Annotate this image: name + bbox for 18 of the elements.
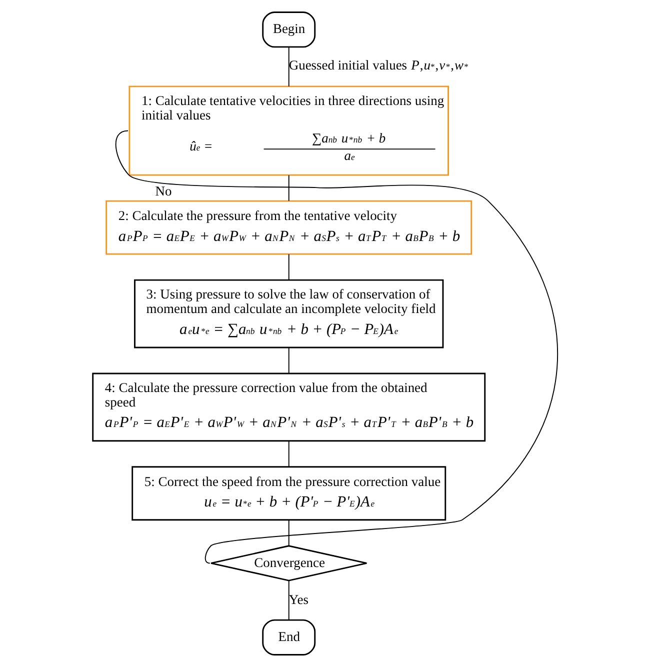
edge-label: No [155,183,172,198]
node-box: 5: Correct the speed from the pressure correction value ue = u*e + b + (P'P − P'E)Ae [132,466,446,521]
node-box: 4: Calculate the pressure correction value from the obtained speed aPP'P = aEP'E + aWP'W + aNP'N + aSP's + aTP'T + aBP'B + b [92,372,486,442]
node-diamond: Convergence [210,545,368,582]
edge-label: Guessed initial values P,u*,v*,w* [288,57,468,72]
connector [288,520,290,546]
node-box: End [262,619,316,656]
connector [115,130,558,564]
connector [288,46,290,87]
connector [288,174,290,202]
node-box: 3: Using pressure to solve the law of conservation of momentum and calculate an incomplete velocity field aeu*e = ∑anb u*nb + b + (PP − PE)Ae [134,279,444,348]
node-box: 1: Calculate tentative velocities in three directions using initial values ûe = ∑anb u*nb + b ae [128,86,449,176]
connector [288,440,290,468]
connector [288,580,290,620]
node-box: Begin [262,12,316,48]
connector [288,254,290,281]
connector [288,347,290,374]
node-box: 2: Calculate the pressure from the tentative velocity aPPP = aEPE + aWPW + aNPN + aSPs + aTPT + aBPB + b [106,200,472,255]
